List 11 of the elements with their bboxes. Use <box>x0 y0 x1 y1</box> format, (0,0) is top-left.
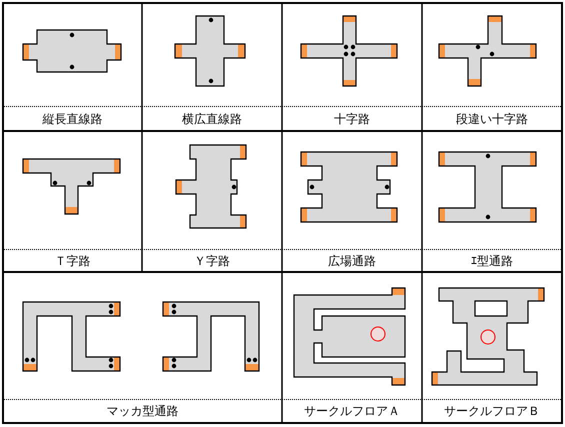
cell-caption: 横広直線路 <box>182 110 242 128</box>
cell-caption: 段違い十字路 <box>456 110 528 128</box>
cell-caption: 十字路 <box>334 110 370 128</box>
cell-caption: 縦長直線路 <box>42 110 102 128</box>
cell-caption: サークルフロアＢ <box>444 403 540 420</box>
cell-caption: 広場通路 <box>328 252 376 270</box>
cell-caption: マッカ型通路 <box>106 403 178 420</box>
cell-caption: サークルフロアＡ <box>304 403 400 420</box>
cell-caption: ｴ型通路 <box>471 252 513 270</box>
cell-caption: Ｔ字路 <box>54 252 90 270</box>
cell-caption: Ｙ字路 <box>194 252 230 270</box>
